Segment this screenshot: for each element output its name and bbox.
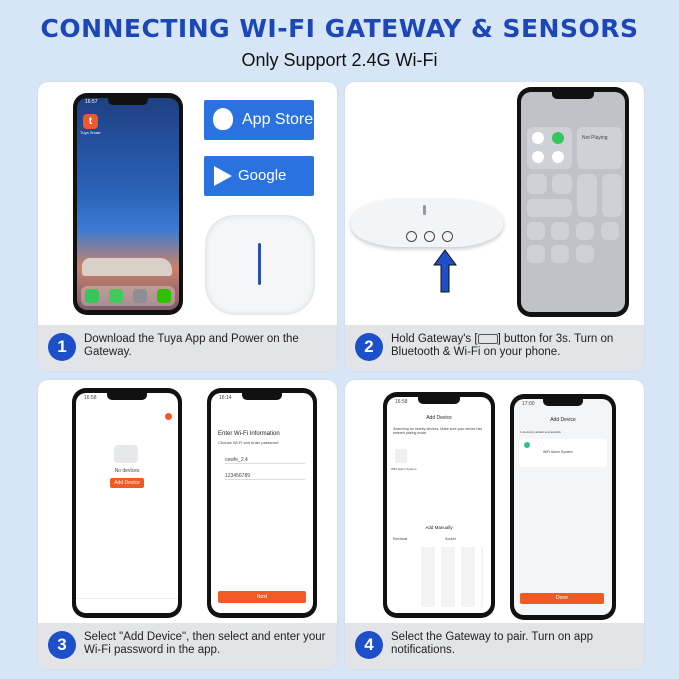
gateway-button-icon — [477, 333, 498, 344]
device-name: WiFi Alarm System — [543, 450, 573, 454]
searching-text: Searching for nearby devices. Make sure … — [393, 427, 483, 435]
category-grid — [421, 547, 483, 607]
found-device-label: WiFi Alarm System — [391, 467, 417, 471]
step-text: Hold Gateway's [] button for 3s. Turn on… — [391, 333, 638, 359]
step-4-panel: 16:58 Add Device Searching for nearby de… — [345, 380, 644, 669]
phone-app-home: 16:58 No devices Add Device — [72, 388, 182, 618]
play-icon — [214, 166, 232, 186]
rotation-lock-tile[interactable] — [527, 174, 547, 194]
empty-state-text: No devices — [114, 468, 140, 474]
step-text-end: ] button for 3s. Turn on Bluetooth & Wi-… — [391, 333, 614, 358]
step-3-caption: 3 Select "Add Device", then select and e… — [38, 623, 337, 669]
empty-gateway-illustration — [114, 445, 138, 463]
add-device-button[interactable]: Add Device — [110, 478, 144, 488]
flashlight-tile[interactable] — [527, 222, 545, 240]
phone-add-success: 17:00 Add Device 1 device(s) added succe… — [510, 394, 616, 620]
phone-control-center: Not Playing — [517, 87, 629, 317]
step-1-panel: 16:57 t Tuya Smart App Store Google Play… — [38, 82, 337, 371]
tab-socket[interactable]: Socket — [445, 537, 456, 541]
status-time: 17:00 — [522, 401, 535, 407]
cellular-icon — [552, 132, 564, 144]
google-play-badge[interactable]: Google Play — [204, 156, 314, 224]
add-manually-heading: Add Manually — [425, 525, 453, 530]
wifi-ssid-field[interactable]: cewfe_2.4 — [225, 457, 305, 464]
wechat-icon[interactable] — [157, 289, 171, 303]
step-text-start: Hold Gateway's [ — [391, 333, 478, 345]
tab-electrical[interactable]: Electrical — [393, 537, 408, 541]
airplane-icon — [532, 132, 544, 144]
battery-tile[interactable] — [551, 245, 569, 263]
now-playing-tile[interactable]: Not Playing — [577, 127, 622, 169]
camera-tile[interactable] — [601, 222, 619, 240]
page-title: CONNECTING WI-FI GATEWAY & SENSORS — [40, 14, 639, 43]
status-time: 16:57 — [85, 99, 98, 105]
add-device-heading: Add Device — [550, 417, 576, 423]
step-2-panel: Not Playing 2 Hold Gateway's [] button f… — [345, 82, 644, 371]
app-store-label: App Store — [242, 111, 314, 128]
phone-add-device: 16:58 Add Device Searching for nearby de… — [383, 392, 495, 618]
app-store-badge[interactable]: App Store — [204, 100, 314, 140]
gateway-button — [442, 231, 453, 242]
wifi-subheading: Choose Wi-Fi and enter password — [218, 440, 279, 445]
apple-icon — [213, 108, 233, 130]
phone-home-screen: 16:57 t Tuya Smart — [73, 93, 183, 315]
wifi-password-field[interactable]: 123456789 — [225, 473, 305, 480]
step-1-caption: 1 Download the Tuya App and Power on the… — [38, 325, 337, 371]
tuya-app-label: Tuya Smart — [80, 130, 101, 135]
add-device-heading: Add Device — [426, 415, 452, 421]
gateway-device — [205, 215, 315, 315]
gateway-light — [423, 205, 426, 215]
step-text: Select the Gateway to pair. Turn on app … — [391, 631, 594, 656]
step-number: 2 — [355, 333, 383, 361]
step-number: 4 — [355, 631, 383, 659]
wifi-heading: Enter Wi-Fi Information — [218, 431, 280, 437]
timer-tile[interactable] — [551, 222, 569, 240]
scanner-tile[interactable] — [527, 245, 545, 263]
found-device-icon[interactable] — [395, 449, 407, 463]
done-button[interactable]: Done — [520, 593, 604, 604]
wifi-icon — [532, 151, 544, 163]
arrow-up-icon — [433, 249, 457, 293]
gateway-light — [258, 243, 261, 285]
dock — [81, 286, 175, 306]
connectivity-tile[interactable] — [527, 127, 572, 169]
volume-slider[interactable] — [602, 174, 622, 217]
car-wallpaper — [82, 258, 172, 276]
status-time: 16:14 — [219, 395, 232, 401]
step-4-caption: 4 Select the Gateway to pair. Turn on ap… — [345, 623, 644, 669]
phone-call-icon[interactable] — [85, 289, 99, 303]
gateway-side-view — [351, 199, 503, 247]
brightness-slider[interactable] — [577, 174, 597, 217]
device-card[interactable]: WiFi Alarm System — [519, 439, 607, 467]
success-text: 1 device(s) added successfully — [520, 430, 561, 434]
gateway-button — [424, 231, 435, 242]
mirroring-tile[interactable] — [552, 174, 572, 194]
record-tile[interactable] — [576, 245, 594, 263]
add-icon[interactable] — [165, 413, 172, 420]
tuya-app-icon[interactable]: t — [83, 114, 98, 129]
tab-bar — [76, 598, 178, 613]
step-text: Download the Tuya App and Power on the G… — [84, 333, 299, 358]
focus-tile[interactable] — [527, 199, 572, 217]
status-time: 16:58 — [395, 399, 408, 405]
step-text: Select "Add Device", then select and ent… — [84, 631, 326, 656]
step-2-caption: 2 Hold Gateway's [] button for 3s. Turn … — [345, 325, 644, 371]
settings-icon[interactable] — [133, 289, 147, 303]
bluetooth-icon — [552, 151, 564, 163]
status-time: 16:58 — [84, 395, 97, 401]
now-playing-label: Not Playing — [582, 135, 608, 141]
step-number: 1 — [48, 333, 76, 361]
page-subtitle: Only Support 2.4G Wi-Fi — [241, 50, 438, 70]
gateway-button — [406, 231, 417, 242]
next-button[interactable]: Next — [218, 591, 306, 603]
phone-wifi-entry: 16:14 Enter Wi-Fi Information Choose Wi-… — [207, 388, 317, 618]
check-icon — [524, 442, 530, 448]
step-3-panel: 16:58 No devices Add Device 16:14 Enter … — [38, 380, 337, 669]
calculator-tile[interactable] — [576, 222, 594, 240]
messages-icon[interactable] — [109, 289, 123, 303]
step-number: 3 — [48, 631, 76, 659]
